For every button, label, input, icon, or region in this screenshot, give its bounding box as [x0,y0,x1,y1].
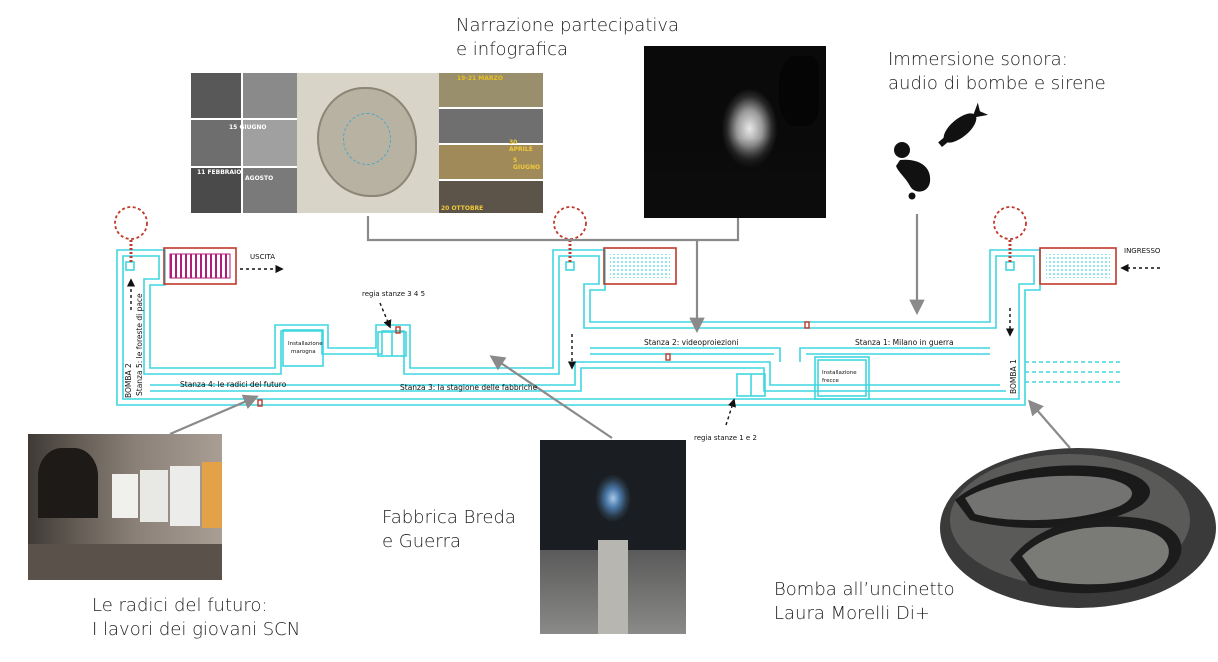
date-label-5: 15 GIUGNO [229,124,267,131]
infographic-collage: 19-21 MARZO 30 APRILE 5 GIUGNO 20 OTTOBR… [191,73,543,213]
radici-tunnel-photo [28,434,222,580]
collage-left-grid [191,73,297,213]
caption-narrazione-line-2: e infografica [456,39,569,60]
caption-bomba: Bomba all’uncinetto Laura Morelli Di+ [774,578,955,626]
stair-block-right [1039,247,1117,285]
stair-block-center [603,247,677,285]
stanza-1-label: Stanza 1: Milano in guerra [855,338,954,347]
date-label-1: 19-21 MARZO [457,75,503,82]
stanza-5-label: Stanza 5: le foreste di pace [135,293,144,396]
collage-map [297,73,439,213]
date-label-7: AGOSTO [245,175,274,182]
date-label-4: 20 OTTOBRE [441,205,484,212]
uscita-label: USCITA [250,253,275,261]
bomb-icon [938,102,989,148]
caption-narrazione-line-1: Narrazione partecipativa [456,15,680,36]
stanza-4-label: Stanza 4: le radici del futuro [180,380,287,389]
caption-immersione-line-2: audio di bombe e sirene [888,73,1106,94]
marogna-label-2: marogna [291,349,316,355]
caption-radici: Le radici del futuro: I lavori dei giova… [92,594,300,642]
regia-12-label: regia stanze 1 e 2 [694,434,757,442]
collage-right-grid [439,73,543,213]
caption-bomba-line-1: Bomba all’uncinetto [774,579,955,600]
regia-345-label: regia stanze 3 4 5 [362,290,425,298]
frecce-label-1: Installazione [822,370,857,376]
date-label-3: 5 GIUGNO [513,157,541,171]
stanza-2-label: Stanza 2: videoproiezioni [644,338,739,347]
ingresso-label: INGRESSO [1124,247,1161,255]
caption-narrazione: Narrazione partecipativa e infografica [456,14,679,62]
caption-fabbrica-line-2: e Guerra [382,531,462,552]
plan-labels: USCITA INGRESSO regia stanze 3 4 5 regia… [124,247,1161,442]
fabbrica-tunnel-photo [540,440,686,634]
red-markers [257,321,810,407]
caption-immersione: Immersione sonora: audio di bombe e sire… [888,48,1106,96]
bomba-2-label: BOMBA 2 [124,363,133,398]
caption-bomba-line-2: Laura Morelli Di+ [774,603,930,624]
bomba-1-label: BOMBA 1 [1009,359,1018,394]
stanza-3-label: Stanza 3: la stagione delle fabbriche [400,383,538,392]
caption-immersione-line-1: Immersione sonora: [888,49,1068,70]
date-label-2: 30 APRILE [509,139,533,153]
crouching-person-icon [890,142,931,200]
bomba-uncinetto-photo [940,448,1216,608]
date-label-6: 11 FEBBRAIO [197,169,242,176]
caption-radici-line-2: I lavori dei giovani SCN [92,619,301,640]
marogna-label-1: Installazione [288,341,323,347]
caption-radici-line-1: Le radici del futuro: [92,595,268,616]
tunnel-audience-photo [644,46,826,218]
frecce-label-2: frecce [822,378,840,384]
caption-fabbrica: Fabbrica Breda e Guerra [382,506,516,554]
direction-arrows [126,263,1160,426]
caption-fabbrica-line-1: Fabbrica Breda [382,507,516,528]
stair-block-left [163,247,237,285]
connector-lines [169,214,1071,449]
